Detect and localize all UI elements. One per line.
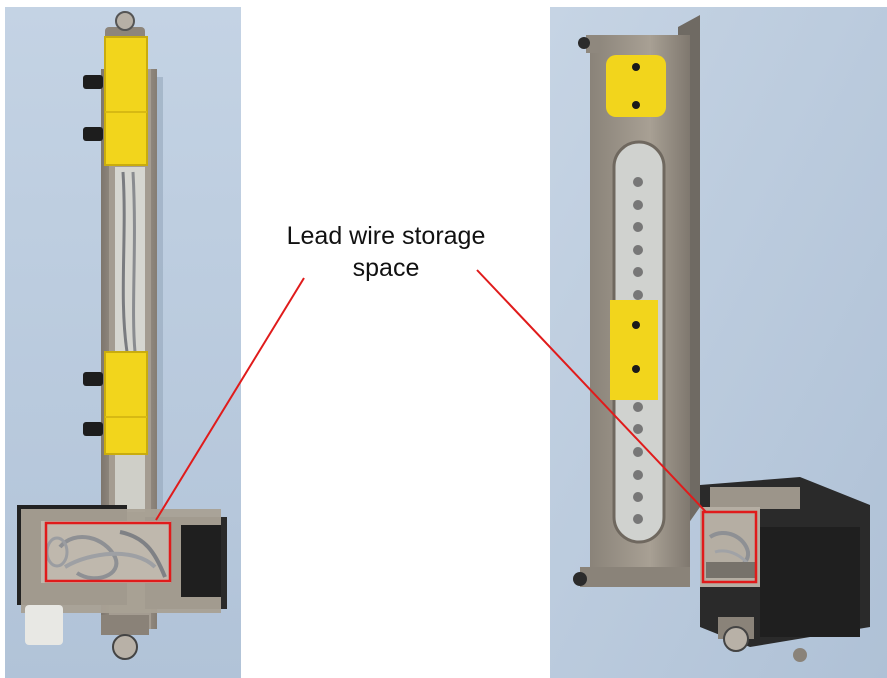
leader-line-left bbox=[155, 277, 305, 521]
right-product-photo bbox=[550, 7, 887, 678]
left-product-photo bbox=[5, 7, 241, 678]
lead-wire-storage-highlight-right bbox=[701, 510, 758, 584]
leader-line-right bbox=[476, 269, 707, 513]
callout-line-2: space bbox=[352, 254, 420, 282]
lead-wire-storage-highlight-left bbox=[44, 521, 172, 583]
callout-line-1: Lead wire storage bbox=[286, 222, 486, 250]
lead-wire-storage-callout: Lead wire storage space bbox=[258, 220, 514, 284]
